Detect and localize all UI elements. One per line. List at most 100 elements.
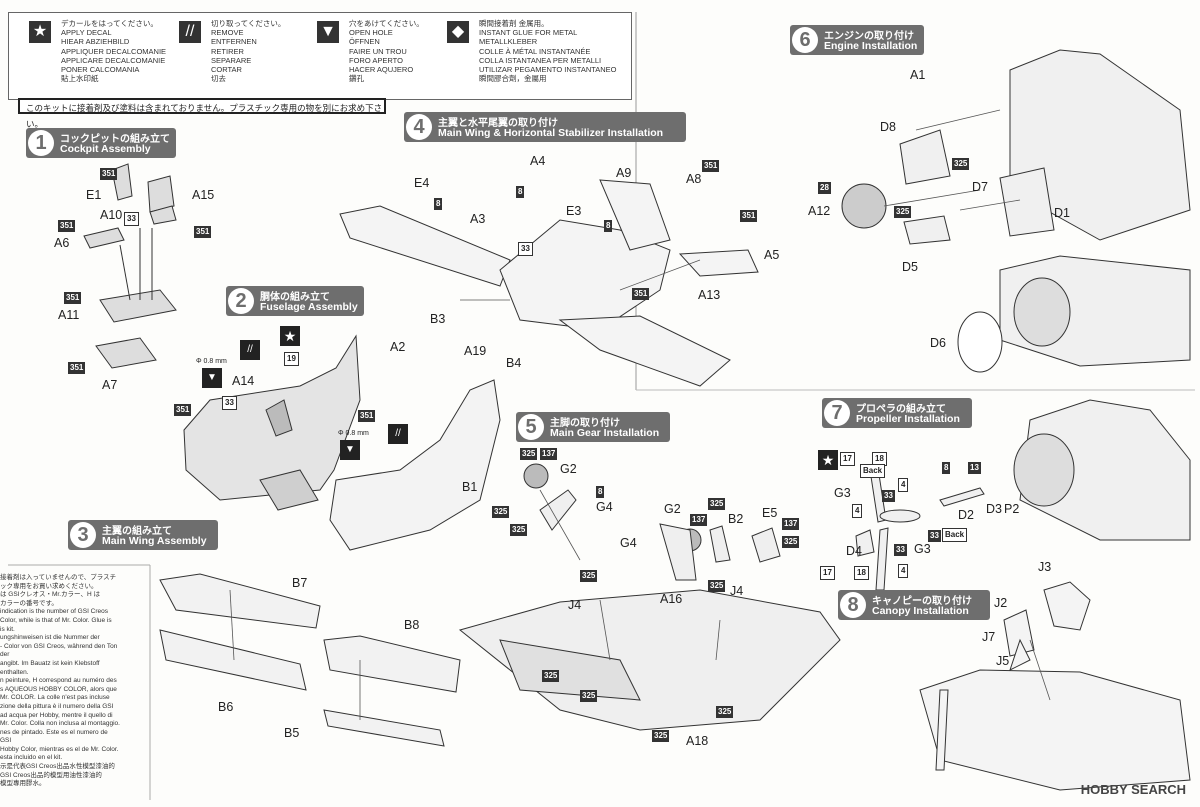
cowl-ring-d6 [957,311,1003,373]
paint-number-badge: 4 [852,504,863,518]
paint-number-badge: 137 [782,518,800,530]
paint-number-badge: 351 [702,160,720,172]
paint-number-badge: 33 [894,544,907,556]
part-label: J7 [982,630,996,644]
part-label: A7 [102,378,118,392]
part-label: A9 [616,166,632,180]
paint-number-badge: 325 [520,448,538,460]
paint-number-badge: 351 [68,362,86,374]
paint-number-badge: 33 [222,396,237,410]
paint-number-badge: 33 [882,490,895,502]
part-label: A5 [764,248,780,262]
canopy-j2 [1003,609,1035,657]
paint-number-badge: 325 [580,570,598,582]
part-label: G3 [834,486,851,500]
part-label: J4 [730,584,744,598]
spinner-d4 [855,529,875,557]
part-label: E3 [566,204,582,218]
paint-number-badge: 8 [434,198,443,210]
bracket-a7 [95,337,157,369]
part-label: J4 [568,598,582,612]
part-label: A10 [100,208,123,222]
back-label: Back [860,464,886,478]
paint-number-badge: 13 [968,462,981,474]
star-icon: ★ [29,21,51,43]
glue-icon: ◆ [447,21,469,43]
part-label: B4 [506,356,522,370]
part-label: D5 [902,260,918,274]
paint-number-badge: 17 [820,566,835,580]
paint-number-badge: 351 [64,292,82,304]
blade-lower [875,527,889,591]
paint-number-badge: 8 [942,462,951,474]
part-label: D1 [1054,206,1070,220]
cut-icon: // [388,424,408,444]
cut-icon: // [179,21,201,43]
paint-number-badge: 325 [542,670,560,682]
cut-icon: // [240,340,260,360]
canopy-installation [919,581,1191,791]
gear-door-b2 [709,525,731,563]
part-label: D6 [930,336,946,350]
paint-number-badge: 325 [708,498,726,510]
paint-number-badge: 351 [174,404,192,416]
drill-size-label: Φ 0.8 mm [338,430,369,437]
part-label: D8 [880,120,896,134]
paint-number-badge: 325 [894,206,912,218]
paint-number-badge: 33 [124,212,139,226]
wheel-g2 [523,463,549,489]
part-label: G3 [914,542,931,556]
part-label: A14 [232,374,255,388]
part-label: B5 [284,726,300,740]
part-label: G2 [560,462,577,476]
part-label: A6 [54,236,70,250]
watermark: HOBBY SEARCH [1080,782,1186,797]
part-label: E1 [86,188,102,202]
paint-number-badge: 325 [708,580,726,592]
part-label: B7 [292,576,308,590]
part-label: B2 [728,512,744,526]
paint-number-badge: 137 [690,514,708,526]
fuselage-top [499,219,671,331]
cowl-d5 [903,215,951,245]
lower-wing-b6 [159,629,307,691]
paint-number-badge: 28 [818,182,831,194]
glue-paint-notice: このキットに接着剤及び塗料は含まれておりません。プラスチック専用の物を別にお求め… [18,98,386,129]
paint-number-badge: 17 [840,452,855,466]
paint-number-badge: 137 [540,448,558,460]
paint-number-badge: 351 [740,210,758,222]
fuselage-7 [1019,399,1191,541]
part-label: A13 [698,288,721,302]
star-icon: ★ [818,450,838,470]
paint-number-badge: 33 [518,242,533,256]
engine-installation [841,49,1191,373]
paint-number-badge: 8 [604,220,613,232]
part-label: D3 [986,502,1002,516]
paint-number-badge: 325 [952,158,970,170]
part-label: D4 [846,544,862,558]
fuselage-a19 [329,379,501,551]
e5 [751,527,781,563]
part-label: J5 [996,654,1010,668]
lower-wing-b5 [323,709,445,747]
star-icon: ★ [280,326,300,346]
part-label: B1 [462,480,478,494]
engine-a12 [841,183,887,229]
part-label: A11 [58,308,80,322]
prop-8 [935,689,949,771]
fuselage-underside [458,589,841,731]
wing-stab-assembly [339,179,759,387]
paint-number-badge: 8 [516,186,525,198]
main-wing-parts [159,573,461,747]
paint-number-badge: 325 [652,730,670,742]
fuselage-half [183,334,361,511]
